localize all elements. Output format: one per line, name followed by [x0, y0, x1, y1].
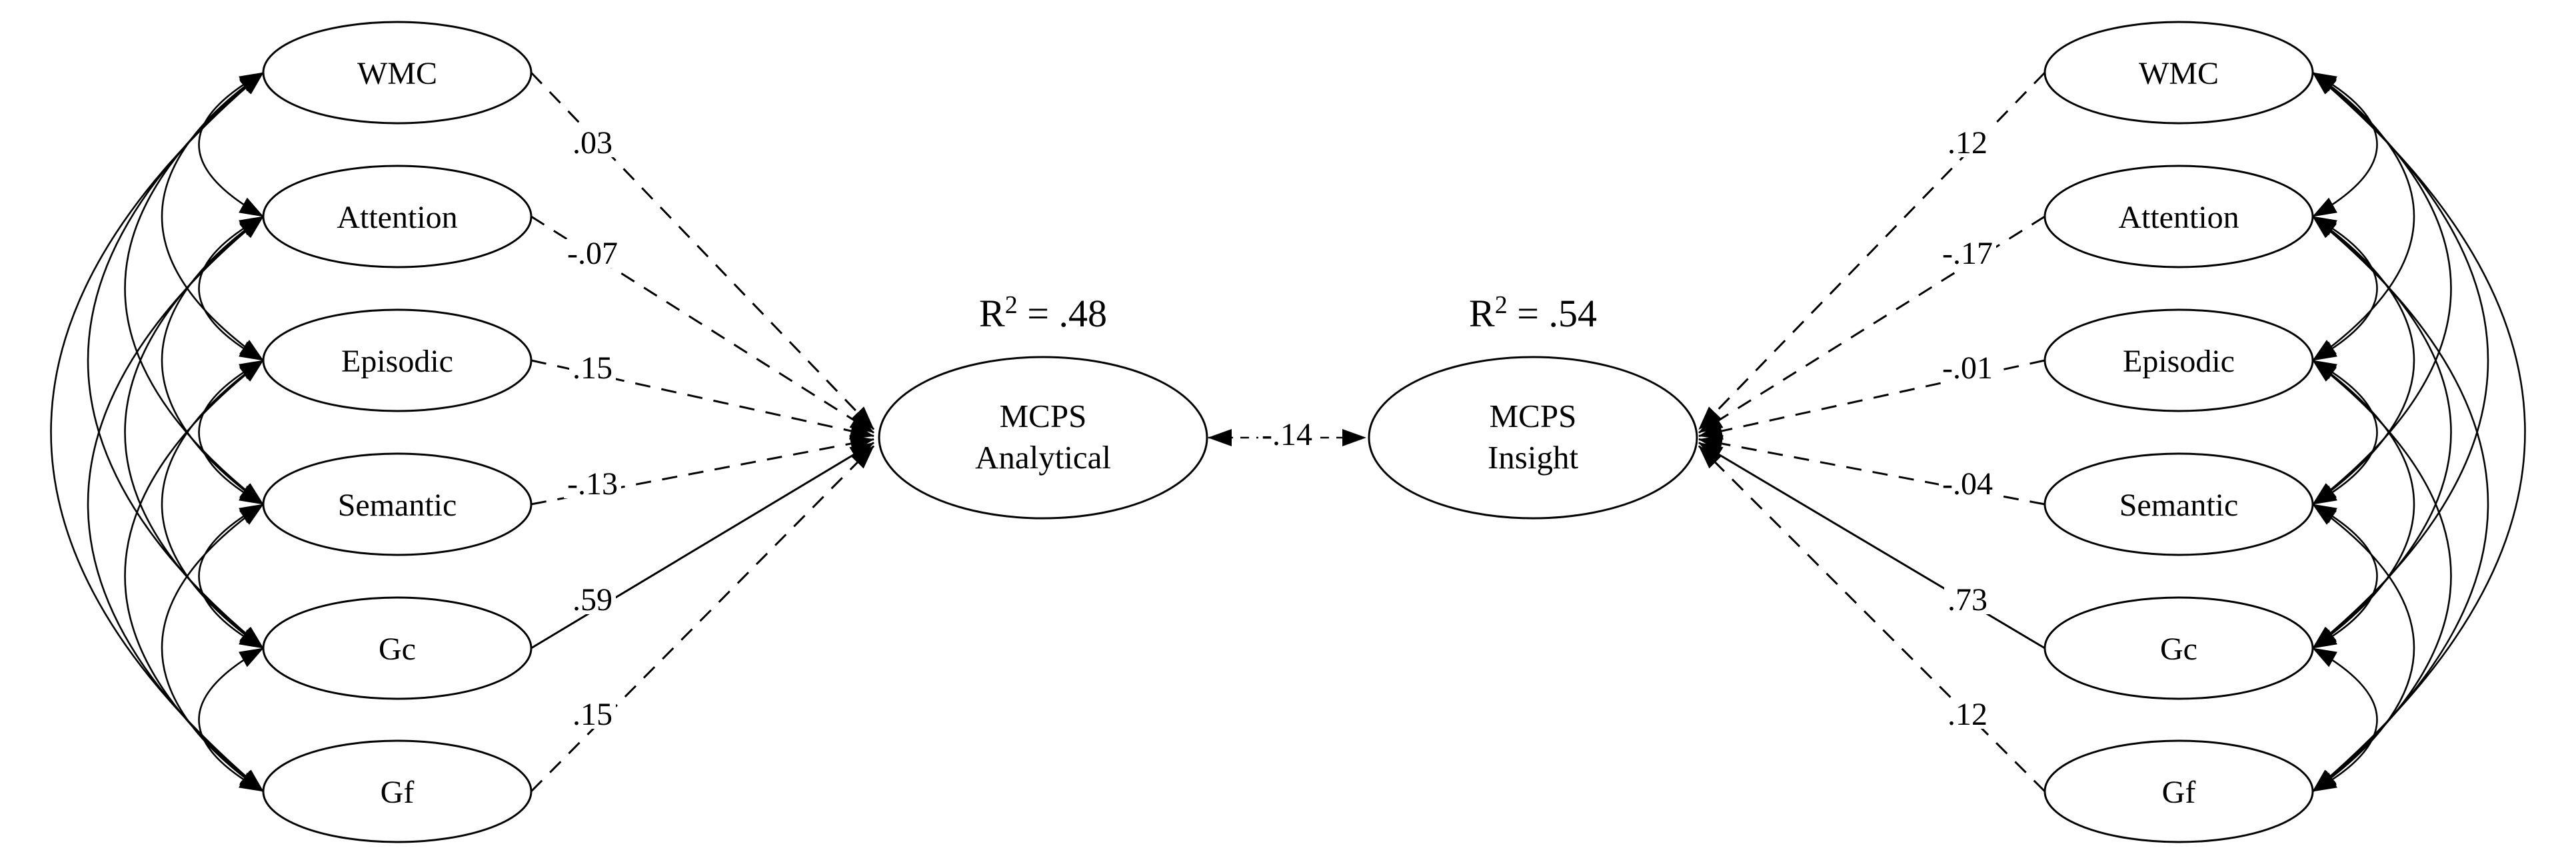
- paths-right: [1698, 71, 2046, 793]
- latent-left-semantic-ellipse: [262, 452, 533, 556]
- r2-analytical: R2 = .48: [979, 291, 1107, 335]
- coef-left-episodic: .15: [573, 350, 613, 386]
- coef-left-gf: .15: [573, 697, 613, 732]
- label-halo: [1939, 470, 1996, 498]
- label-halo: [1944, 129, 1991, 157]
- outcome-analytical-line1: MCPS: [1000, 398, 1087, 434]
- covariance-arc-right-episodic-semantic: [2312, 359, 2378, 506]
- covariance-arc-left-episodic-gc: [161, 359, 264, 649]
- label-halo: [564, 239, 621, 268]
- latent-right-gc-label: Gc: [2160, 632, 2197, 667]
- covariance-arc-left-attention-semantic: [161, 215, 264, 506]
- covariance-arc-left-semantic-gc: [198, 503, 264, 649]
- coef-right-attention: -.17: [1942, 236, 1993, 271]
- covariance-arc-left-wmc-episodic: [161, 71, 264, 362]
- latent-ellipses-right: [2043, 21, 2314, 843]
- label-halo: [569, 700, 616, 729]
- latent-right-gf-label: Gf: [2162, 775, 2196, 810]
- latent-right-wmc-ellipse: [2043, 21, 2314, 125]
- outcome-insight-line1: MCPS: [1490, 398, 1577, 434]
- latent-right-semantic-label: Semantic: [2119, 488, 2239, 523]
- coef-left-gc: .59: [573, 582, 613, 618]
- latent-right-semantic-ellipse: [2043, 452, 2314, 556]
- correlation-label: -.14: [1262, 417, 1312, 452]
- covariance-arc-right-wmc-gf: [2312, 72, 2526, 792]
- latent-left-episodic-ellipse: [262, 308, 533, 412]
- diagram-labels: WMC Attention Episodic Semantic Gc Gf WM…: [337, 56, 2239, 810]
- latent-left-gf-ellipse: [262, 739, 533, 843]
- covariance-arc-right-semantic-gc: [2312, 503, 2378, 649]
- latent-right-attention-label: Attention: [2118, 200, 2239, 235]
- covariance-arc-right-gc-gf: [2312, 647, 2378, 793]
- label-halo: [569, 354, 616, 382]
- paths-left: [530, 71, 875, 793]
- covariance-arc-left-gc-gf: [198, 647, 264, 793]
- covariance-arc-left-wmc-gf: [50, 72, 264, 792]
- label-halo: [1944, 586, 1991, 614]
- outcome-insight-ellipse: [1368, 356, 1698, 520]
- coef-left-semantic: -.13: [567, 466, 618, 502]
- coef-right-gc: .73: [1947, 582, 1987, 618]
- label-halo: [569, 586, 616, 614]
- latent-left-wmc-ellipse: [262, 21, 533, 125]
- latent-left-attention-label: Attention: [337, 200, 457, 235]
- outcome-ellipses: [878, 356, 1698, 520]
- covariance-arc-left-semantic-gf: [161, 503, 264, 793]
- latent-right-episodic-ellipse: [2043, 308, 2314, 412]
- covariance-arc-left-wmc-attention: [198, 71, 264, 218]
- covariance-arc-right-attention-semantic: [2312, 215, 2415, 506]
- coef-right-gf: .12: [1947, 697, 1987, 732]
- latent-right-wmc-label: WMC: [2139, 56, 2219, 91]
- latent-right-gf-ellipse: [2043, 739, 2314, 843]
- latent-left-episodic-label: Episodic: [341, 344, 453, 379]
- covariance-arc-right-wmc-episodic: [2312, 71, 2415, 362]
- latent-left-wmc-label: WMC: [357, 56, 437, 91]
- covariance-arc-left-episodic-semantic: [198, 359, 264, 506]
- covariance-arc-right-attention-episodic: [2312, 215, 2378, 362]
- outcome-insight-line2: Insight: [1488, 439, 1579, 476]
- latent-right-episodic-label: Episodic: [2123, 344, 2235, 379]
- label-halo: [564, 470, 621, 498]
- coef-left-wmc: .03: [573, 125, 613, 161]
- outcome-analytical-ellipse: [878, 356, 1208, 520]
- covariance-arcs-left: [50, 71, 264, 793]
- coef-right-semantic: -.04: [1942, 466, 1993, 502]
- covariance-arc-left-attention-episodic: [198, 215, 264, 362]
- covariance-arc-right-episodic-gc: [2312, 359, 2415, 649]
- latent-right-attention-ellipse: [2043, 165, 2314, 268]
- path-left-gf: [530, 445, 875, 793]
- latent-ellipses-left: [262, 21, 533, 843]
- coef-right-episodic: -.01: [1942, 350, 1993, 386]
- latent-left-attention-ellipse: [262, 165, 533, 268]
- coef-right-wmc: .12: [1947, 125, 1987, 161]
- label-halo: [1944, 700, 1991, 729]
- covariance-arc-right-wmc-attention: [2312, 71, 2378, 218]
- covariance-arcs-right: [2312, 71, 2526, 793]
- label-halo: [1258, 420, 1316, 449]
- path-right-gf: [1698, 445, 2046, 793]
- r2-insight: R2 = .54: [1469, 291, 1597, 335]
- latent-left-gf-label: Gf: [381, 775, 415, 810]
- latent-right-gc-ellipse: [2043, 596, 2314, 700]
- covariance-arc-right-semantic-gf: [2312, 503, 2415, 793]
- outcome-analytical-line2: Analytical: [975, 439, 1111, 476]
- diagram-shapes: [50, 21, 2526, 843]
- latent-left-semantic-label: Semantic: [338, 488, 457, 523]
- label-halo: [569, 129, 616, 157]
- latent-left-gc-label: Gc: [379, 632, 416, 667]
- label-halo: [1939, 354, 1996, 382]
- label-halo: [1939, 239, 1996, 268]
- latent-left-gc-ellipse: [262, 596, 533, 700]
- coef-left-attention: -.07: [567, 236, 618, 271]
